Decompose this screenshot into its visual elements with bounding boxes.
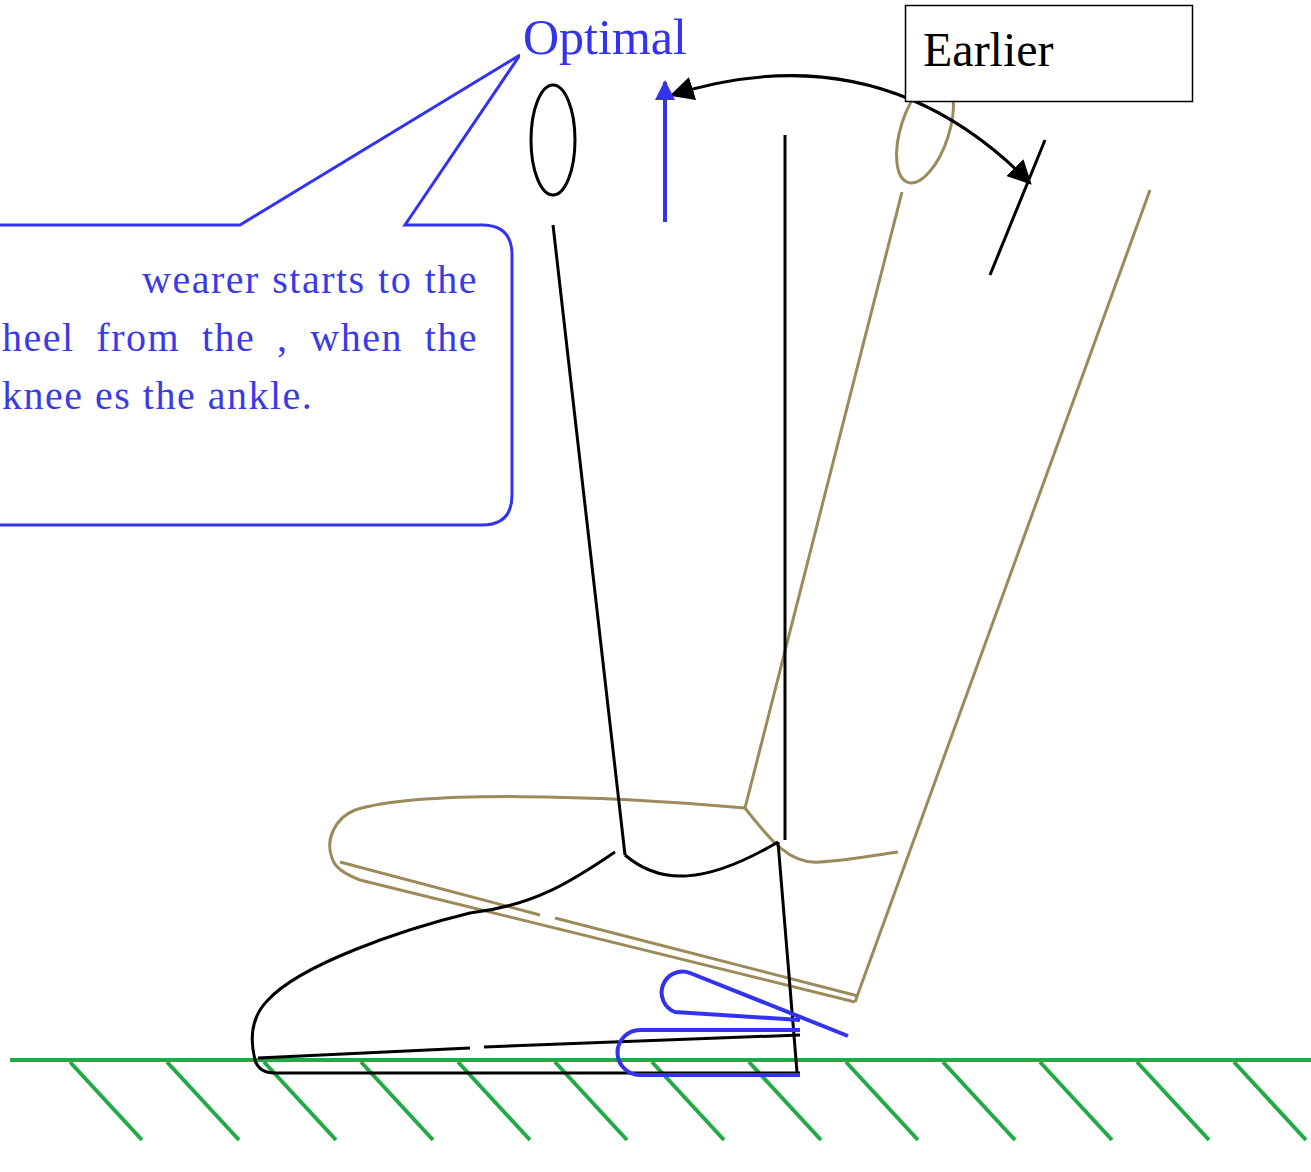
box-border (906, 6, 1193, 102)
callout-bubble: wearer starts to the heel from the , whe… (0, 225, 512, 525)
heel-lift (618, 972, 849, 1075)
callout-outline-path (0, 55, 520, 525)
label-box: Earlier (905, 5, 1193, 102)
optimal-arrow (663, 82, 667, 222)
callout-text: wearer starts to the heel from the , whe… (2, 251, 478, 425)
earlier-leg (330, 70, 1150, 1002)
ground-hatch (846, 1062, 918, 1140)
ground-hatch (1234, 1062, 1306, 1140)
ground-hatch (1137, 1062, 1209, 1140)
ground-hatch (167, 1062, 239, 1140)
ground-hatch (1040, 1062, 1112, 1140)
ground-hatch (70, 1062, 142, 1140)
ground-hatch (943, 1062, 1015, 1140)
label-text: Earlier (923, 15, 1175, 85)
free-label: Optimal (520, 8, 690, 66)
